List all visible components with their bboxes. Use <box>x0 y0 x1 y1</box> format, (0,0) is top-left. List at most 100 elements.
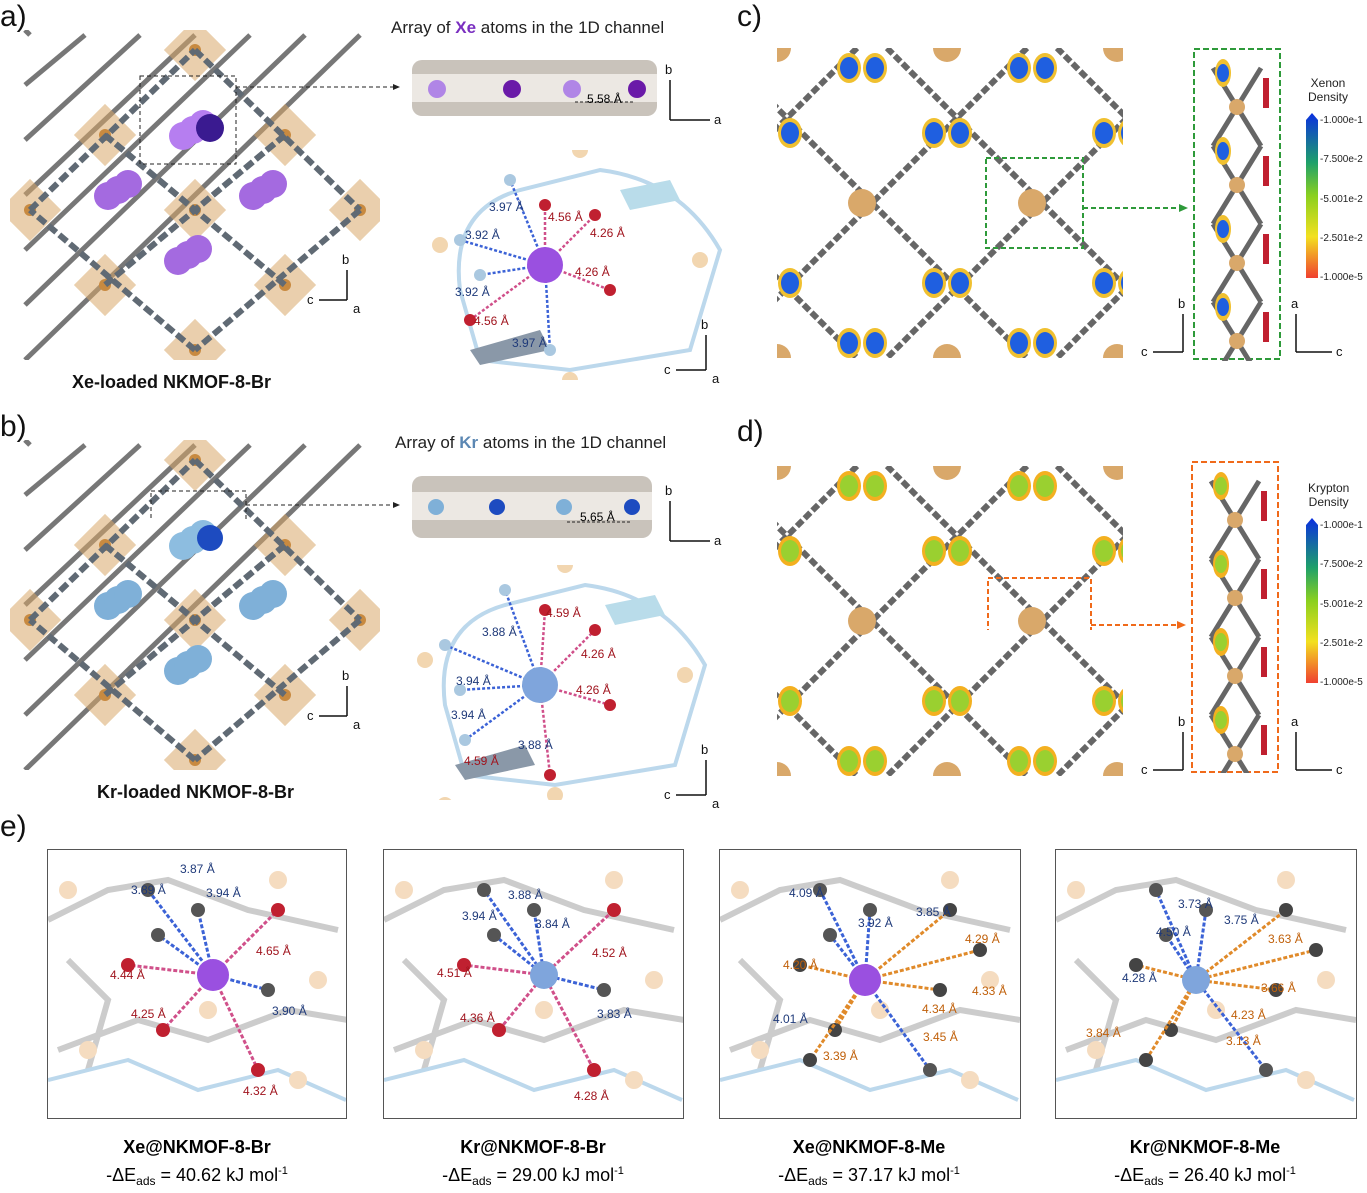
central-gas-atom <box>1182 966 1210 994</box>
axis-label-a: a <box>353 717 361 732</box>
axis-label-b: b <box>665 62 673 77</box>
colorbar-tick: -1.000e-5 <box>1320 272 1363 284</box>
gas-atom <box>196 114 224 142</box>
linker <box>28 207 197 353</box>
atom <box>141 883 155 897</box>
linker <box>1054 287 1123 358</box>
metal-node <box>933 48 961 62</box>
metal-node <box>777 762 791 776</box>
atom <box>692 252 708 268</box>
atom <box>562 372 578 380</box>
density-core <box>1036 332 1054 354</box>
atom <box>1297 1071 1315 1089</box>
title-a-suffix: atoms in the 1D channel <box>476 18 665 37</box>
atom <box>544 344 556 356</box>
density-core <box>1217 64 1229 82</box>
axis-label-c: c <box>664 787 671 802</box>
caption-b: Kr-loaded NKMOF-8-Br <box>97 782 294 802</box>
contact-line <box>799 963 866 982</box>
distance-label: 4.59 Å <box>464 754 499 768</box>
zoom-callouts-cd <box>985 157 1188 630</box>
density-core <box>840 332 858 354</box>
axis-label-c: c <box>307 708 314 723</box>
atom <box>1087 1041 1105 1059</box>
atom <box>289 1071 307 1089</box>
colorbar-tick: -1.000e-1 <box>1320 520 1363 531</box>
bromine <box>1263 156 1269 186</box>
panel-label-d: d) <box>737 415 764 448</box>
caption-name: Xe@NKMOF-8-Me <box>792 1137 946 1157</box>
density-core <box>1010 57 1028 79</box>
distance-label: 3.83 Å <box>597 1007 632 1021</box>
linker <box>103 132 197 213</box>
metal-node <box>1103 466 1123 480</box>
atom <box>1149 883 1163 897</box>
atom <box>1067 881 1085 899</box>
metal-node <box>1229 333 1245 349</box>
distance-label: 4.20 Å <box>783 958 818 972</box>
axis-label-a: a <box>714 112 722 127</box>
linker <box>23 443 87 497</box>
density-core <box>951 690 969 712</box>
linker <box>23 33 252 252</box>
distance-label: 3.84 Å <box>535 917 570 931</box>
atom <box>504 174 516 186</box>
central-gas-atom <box>849 964 881 996</box>
central-gas-atom <box>522 667 558 703</box>
distance-label: 3.88 Å <box>482 625 517 639</box>
atom <box>1139 1053 1153 1067</box>
density-core <box>781 122 799 144</box>
caption-energy: -ΔEads = 37.17 kJ mol-1 <box>719 1164 1019 1187</box>
atom <box>79 1041 97 1059</box>
metal-node <box>777 466 791 480</box>
contact-line <box>493 933 545 977</box>
axis-label-c: c <box>1336 344 1343 359</box>
atom <box>813 883 827 897</box>
title-b-suffix: atoms in the 1D channel <box>478 433 667 452</box>
linker <box>777 48 1030 303</box>
atom <box>415 1041 433 1059</box>
xe-binding-pocket <box>432 150 723 380</box>
atom <box>923 1063 937 1077</box>
framework-xe-structure <box>10 30 380 360</box>
axis-label-b: b <box>701 742 709 757</box>
density-core <box>1095 272 1113 294</box>
density-core <box>1217 142 1229 160</box>
distance-label: 4.50 Å <box>1156 925 1191 939</box>
ring <box>620 180 680 210</box>
distance-label: 3.94 Å <box>206 886 241 900</box>
atom <box>731 881 749 899</box>
atom <box>151 928 165 942</box>
axis-label-b: b <box>1178 714 1186 729</box>
structure-kr-me <box>1055 849 1357 1119</box>
axis-label-b: b <box>665 483 673 498</box>
atom <box>539 199 551 211</box>
distance-label: 4.26 Å <box>581 647 616 661</box>
distance-label: 3.73 Å <box>1178 897 1213 911</box>
contact-line <box>532 909 546 976</box>
energy-value: = 29.00 kJ mol <box>491 1165 615 1185</box>
energy-value: = 26.40 kJ mol <box>1163 1165 1287 1185</box>
panel-label-c: c) <box>737 0 762 33</box>
distance-label: 3.84 Å <box>1086 1026 1121 1040</box>
title-b-atom: Kr <box>459 433 479 452</box>
linker <box>23 33 87 87</box>
title-a: Array of Xe atoms in the 1D channel <box>391 18 664 38</box>
distance-label: 4.28 Å <box>574 1089 609 1103</box>
colorbar-title-line: Density <box>1308 495 1349 509</box>
distance-label: 3.97 Å <box>512 336 547 350</box>
density-core <box>840 750 858 772</box>
atom <box>751 1041 769 1059</box>
colorbar-tick: -7.500e-2 <box>1320 154 1363 166</box>
structure-kr-br <box>383 849 684 1119</box>
axis-label-b: b <box>1178 296 1186 311</box>
distance-label: 4.34 Å <box>922 1002 957 1016</box>
energy-subscript: ads <box>1144 1174 1164 1188</box>
colorbar-tick: -5.001e-2 <box>1320 193 1363 205</box>
title-a-prefix: Array of <box>391 18 456 37</box>
atom <box>269 871 287 889</box>
panel-label-a: a) <box>0 0 27 33</box>
density-core <box>781 272 799 294</box>
